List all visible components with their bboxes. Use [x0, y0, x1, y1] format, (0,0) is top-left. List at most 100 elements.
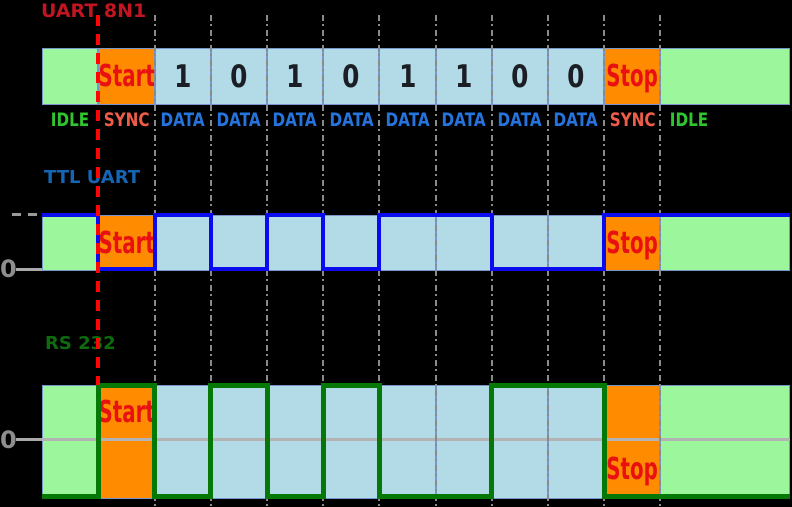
rs232-waveform-segment: [435, 494, 492, 499]
gridline: [547, 15, 549, 506]
data-bit-cell: [154, 215, 211, 271]
ttl-waveform-segment: [491, 267, 548, 271]
gridline: [659, 15, 662, 506]
bit-value: 1: [455, 58, 473, 95]
data-bit-cell: [435, 215, 492, 271]
stop-label-wrap: Stop: [604, 48, 660, 105]
data-bit-cell: [323, 385, 380, 499]
phase-label-text: DATA: [160, 109, 205, 131]
rs232-waveform-edge: [95, 383, 101, 499]
phase-label: DATA: [429, 107, 499, 133]
data-bit-cell: [491, 385, 548, 499]
data-bit-cell: [267, 215, 324, 271]
rs232-waveform-segment: [98, 383, 155, 388]
bit-value-wrap: 0: [211, 48, 267, 105]
data-bit-cell: [379, 48, 436, 105]
rs232-waveform-edge: [601, 383, 607, 499]
rs232-section-title: RS 232: [45, 333, 116, 354]
ttl-waveform-segment: [660, 213, 790, 217]
page-title: UART 8N1: [41, 0, 147, 22]
ttl-waveform-edge: [377, 213, 382, 271]
stop-label-wrap: Stop: [604, 215, 660, 271]
data-bit-cell: [267, 48, 324, 105]
ttl-waveform-edge: [321, 213, 326, 271]
phase-label-text: DATA: [329, 109, 374, 131]
data-bit-cell: [267, 385, 324, 499]
bit-value-wrap: 0: [492, 48, 548, 105]
start-label: Start: [98, 225, 155, 261]
rs232-waveform-edge: [264, 383, 270, 499]
phase-label: SYNC: [597, 107, 667, 133]
phase-label-text: SYNC: [609, 109, 656, 131]
rs232-waveform-segment: [154, 494, 211, 499]
bit-value-wrap: 1: [267, 48, 323, 105]
phase-label: DATA: [260, 107, 330, 133]
phase-label: DATA: [373, 107, 443, 133]
rs232-waveform-edge: [208, 383, 214, 499]
ttl-waveform-segment: [379, 213, 436, 217]
idle-block: [42, 48, 99, 105]
ttl-waveform-edge: [602, 213, 607, 271]
ttl-waveform-edge: [265, 213, 269, 271]
phase-label-text: SYNC: [103, 109, 150, 131]
ttl-zero-tick: [16, 268, 42, 271]
rs232-waveform-segment: [210, 383, 267, 388]
data-bit-cell: [154, 385, 211, 499]
ttl-waveform-edge: [489, 213, 494, 271]
stop-label: Stop: [606, 59, 659, 94]
bit-value: 0: [511, 58, 529, 95]
stop-label: Stop: [606, 452, 659, 487]
data-bit-cell: [548, 385, 605, 499]
data-bit-cell: [435, 48, 492, 105]
bit-value: 1: [398, 58, 417, 95]
ttl-section-title: TTL UART: [44, 167, 141, 188]
ttl-waveform-segment: [604, 213, 661, 217]
bit-value: 0: [567, 58, 585, 95]
start-label-wrap: Start: [98, 215, 154, 271]
rs232-waveform-edge: [152, 383, 158, 499]
data-bit-cell: [210, 48, 267, 105]
rs232-waveform-segment: [660, 494, 790, 499]
ttl-waveform-segment: [323, 267, 380, 271]
ttl-waveform-segment: [267, 213, 324, 217]
phase-label-text: DATA: [385, 109, 430, 131]
ttl-waveform-segment: [548, 267, 605, 271]
bit-value-wrap: 1: [155, 48, 211, 105]
rs232-zero-line: [42, 438, 790, 441]
rs232-zero-label: 0: [0, 426, 17, 454]
rs232-zero-tick: [16, 438, 42, 441]
rs232-waveform-segment: [42, 494, 99, 499]
ttl-waveform-segment: [154, 213, 211, 217]
idle-block: [660, 48, 790, 105]
bit-value: 1: [174, 58, 192, 95]
ttl-waveform-segment: [210, 267, 267, 271]
rs232-waveform-edge: [320, 383, 326, 499]
ttl-waveform-segment: [98, 267, 155, 271]
phase-label: DATA: [485, 107, 555, 133]
phase-label: DATA: [204, 107, 274, 133]
bit-value: 0: [230, 58, 248, 95]
bit-value-wrap: 1: [436, 48, 492, 105]
ttl-waveform-edge: [152, 213, 157, 271]
start-label: Start: [98, 395, 155, 430]
idle-block: [660, 385, 790, 499]
stop-label: Stop: [606, 225, 659, 261]
phase-label-text: IDLE: [51, 109, 90, 131]
start-label-wrap: Start: [98, 385, 154, 440]
data-bit-cell: [323, 215, 380, 271]
rs232-waveform-segment: [548, 383, 605, 388]
data-bit-cell: [548, 215, 605, 271]
ttl-zero-label: 0: [0, 255, 17, 283]
idle-block: [660, 215, 790, 271]
phase-label-text: DATA: [216, 109, 261, 131]
phase-label-text: DATA: [273, 109, 318, 131]
phase-label-text: DATA: [497, 109, 542, 131]
gridline: [434, 15, 437, 506]
bit-value-wrap: 0: [323, 48, 379, 105]
bit-value: 0: [342, 58, 360, 95]
ttl-waveform-segment: [42, 213, 99, 217]
ttl-waveform-segment: [435, 213, 492, 217]
start-label-wrap: Start: [98, 48, 154, 105]
start-label: Start: [98, 59, 155, 94]
